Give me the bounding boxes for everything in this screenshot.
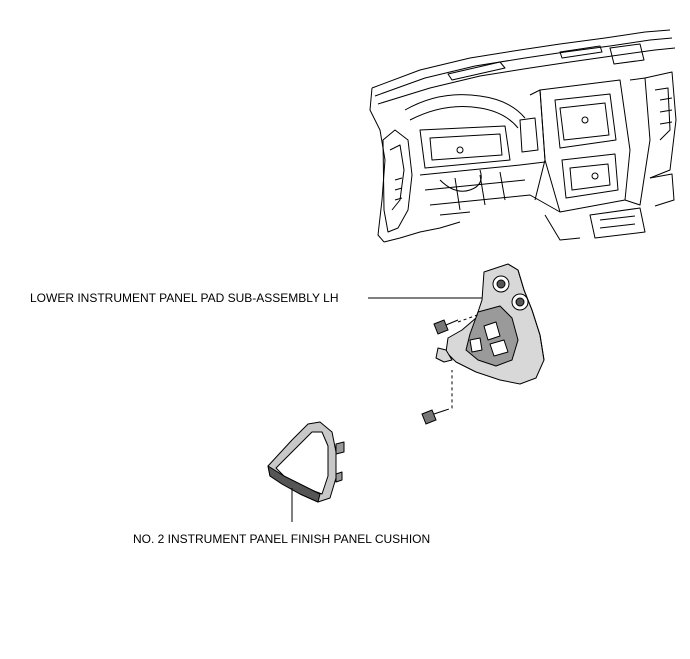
finish-panel-cushion bbox=[267, 421, 345, 503]
screw-icon bbox=[421, 409, 447, 425]
screw-alignment-line bbox=[457, 313, 481, 323]
lower-instrument-panel-pad-lh bbox=[435, 263, 545, 385]
lower-pad-callout-label: LOWER INSTRUMENT PANEL PAD SUB-ASSEMBLY … bbox=[30, 291, 339, 305]
cushion-callout-label: NO. 2 INSTRUMENT PANEL FINISH PANEL CUSH… bbox=[133, 532, 431, 546]
instrument-panel-assembly bbox=[369, 29, 677, 243]
screw-icon bbox=[433, 319, 459, 335]
screw-alignment-line bbox=[445, 370, 453, 411]
